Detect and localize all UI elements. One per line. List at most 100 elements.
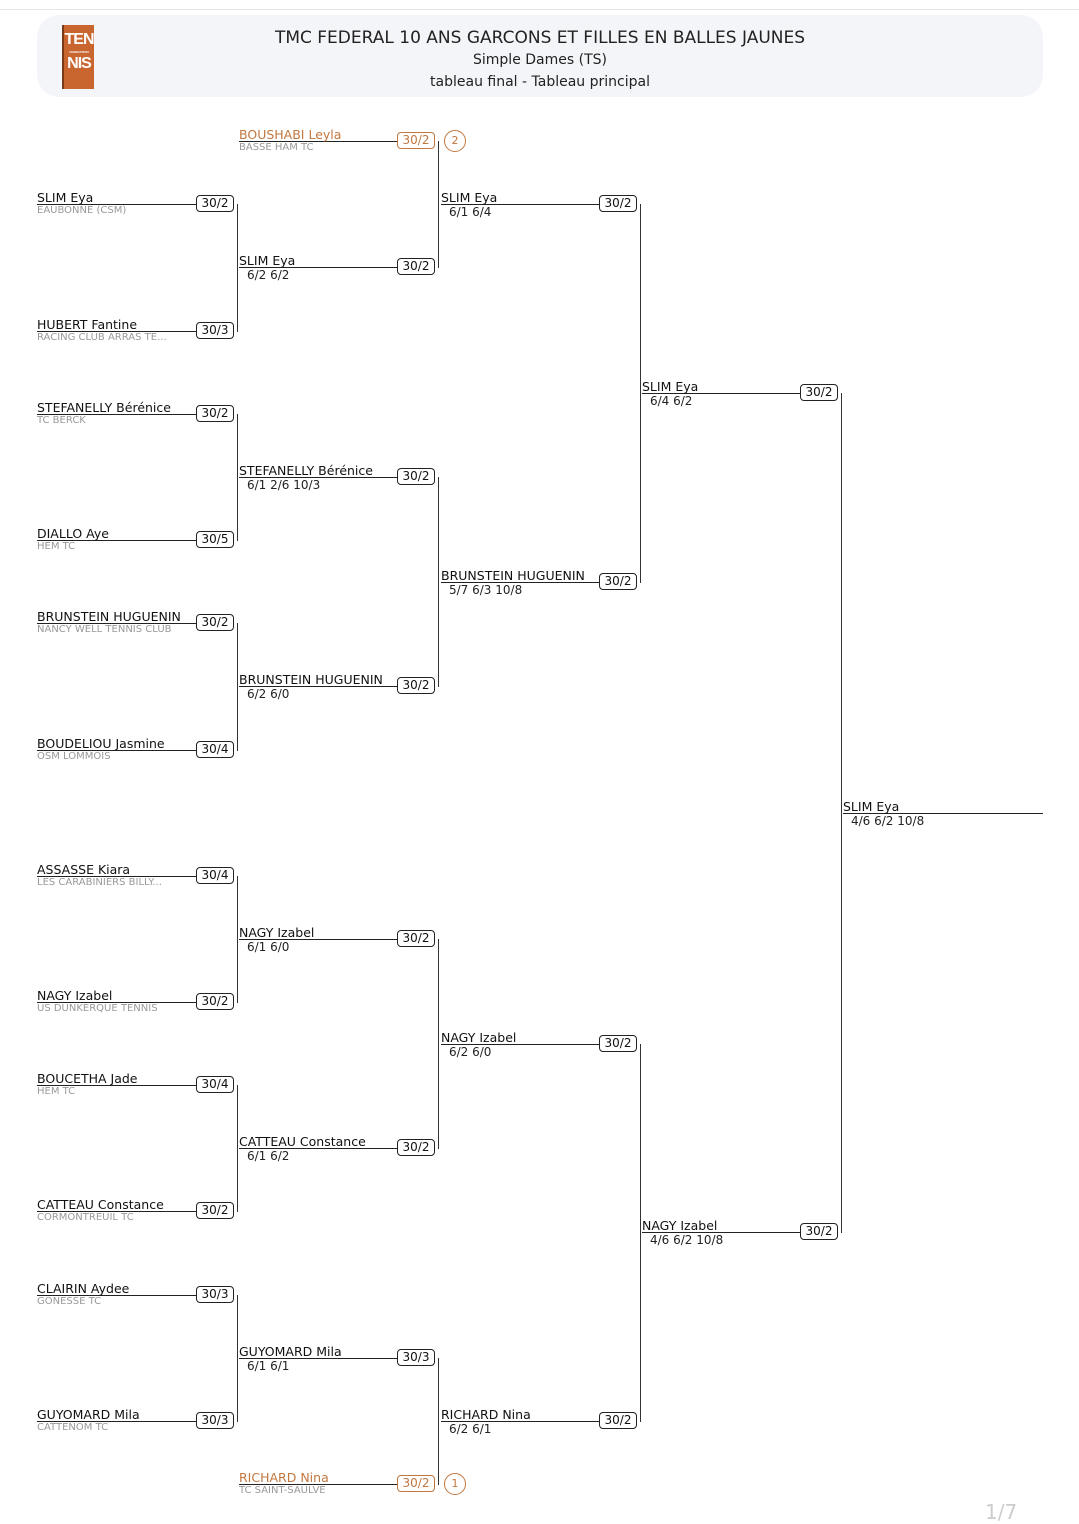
bracket-connector xyxy=(237,204,238,332)
entry-line xyxy=(239,141,398,142)
entry-line xyxy=(441,204,600,205)
player-name[interactable]: SLIM Eya xyxy=(239,253,296,268)
logo-text-mid: FEDERATION xyxy=(69,50,89,54)
match-score: 4/6 6/2 10/8 xyxy=(650,1233,724,1247)
top-divider xyxy=(0,9,1079,10)
player-name[interactable]: BOUSHABI Leyla xyxy=(239,127,342,142)
match-score: 6/1 6/2 xyxy=(247,1149,290,1163)
ranking-badge: 30/2 xyxy=(196,1202,234,1219)
player-name[interactable]: STEFANELLY Bérénice xyxy=(37,400,171,415)
player-name[interactable]: BOUDELIOU Jasmine xyxy=(37,736,165,751)
ranking-badge: 30/2 xyxy=(397,930,435,947)
match-score: 6/1 6/4 xyxy=(449,205,492,219)
ranking-badge: 30/3 xyxy=(397,1349,435,1366)
ranking-badge: 30/5 xyxy=(196,531,234,548)
match-score: 6/1 6/0 xyxy=(247,940,290,954)
entry-line xyxy=(239,267,398,268)
player-name[interactable]: DIALLO Aye xyxy=(37,526,109,541)
ranking-badge: 30/2 xyxy=(397,468,435,485)
entry-line xyxy=(642,393,801,394)
ranking-badge: 30/4 xyxy=(196,1076,234,1093)
bracket-connector xyxy=(640,204,641,583)
bracket-connector xyxy=(841,393,842,1233)
table-name: tableau final - Tableau principal xyxy=(430,74,650,90)
player-name[interactable]: BRUNSTEIN HUGUENIN xyxy=(37,609,181,624)
match-score: 6/2 6/2 xyxy=(247,268,290,282)
ranking-badge: 30/4 xyxy=(196,741,234,758)
ranking-badge: 30/2 xyxy=(196,405,234,422)
player-club: CATTENOM TC xyxy=(37,1422,109,1433)
ranking-badge: 30/2 xyxy=(599,195,637,212)
ranking-badge: 30/2 xyxy=(800,1223,838,1240)
event-subtitle: Simple Dames (TS) xyxy=(473,52,607,68)
match-score: 6/1 6/1 xyxy=(247,1359,290,1373)
player-name[interactable]: CATTEAU Constance xyxy=(239,1134,366,1149)
logo-text-top: TEN xyxy=(64,31,95,48)
bracket-connector xyxy=(438,141,439,268)
tournament-title: TMC FEDERAL 10 ANS GARCONS ET FILLES EN … xyxy=(274,28,806,48)
player-name[interactable]: SLIM Eya xyxy=(441,190,498,205)
bracket-connector xyxy=(237,623,238,751)
player-name[interactable]: STEFANELLY Bérénice xyxy=(239,463,373,478)
logo-text-bottom: NIS xyxy=(67,55,92,72)
player-name[interactable]: NAGY Izabel xyxy=(37,988,113,1003)
match-score: 4/6 6/2 10/8 xyxy=(851,814,925,828)
player-club: BASSE HAM TC xyxy=(239,142,314,153)
ranking-badge: 30/2 xyxy=(397,677,435,694)
bracket-connector xyxy=(438,477,439,687)
player-name[interactable]: HUBERT Fantine xyxy=(37,317,138,332)
entry-line xyxy=(239,1148,398,1149)
bracket-connector xyxy=(237,1295,238,1422)
player-club: OSM LOMMOIS xyxy=(37,751,111,762)
tournament-header: TEN FEDERATION NIS TMC FEDERAL 10 ANS GA… xyxy=(37,15,1043,97)
ranking-badge: 30/2 xyxy=(196,993,234,1010)
match-score: 6/4 6/2 xyxy=(650,394,693,408)
entry-line xyxy=(37,204,197,205)
player-club: HEM TC xyxy=(37,1086,76,1097)
player-name[interactable]: BOUCETHA Jade xyxy=(37,1071,138,1086)
bracket-connector xyxy=(237,876,238,1003)
ranking-badge: 30/2 xyxy=(800,384,838,401)
ranking-badge: 30/2 xyxy=(196,614,234,631)
entry-line xyxy=(37,1421,197,1422)
player-name[interactable]: GUYOMARD Mila xyxy=(239,1344,342,1359)
player-name[interactable]: RICHARD Nina xyxy=(239,1470,329,1485)
player-club: TC SAINT-SAULVE xyxy=(239,1485,326,1496)
match-score: 6/2 6/1 xyxy=(449,1422,492,1436)
player-name[interactable]: SLIM Eya xyxy=(642,379,699,394)
ranking-badge: 30/3 xyxy=(196,1412,234,1429)
ranking-badge: 30/4 xyxy=(196,867,234,884)
entry-line xyxy=(239,939,398,940)
fft-tennis-logo: TEN FEDERATION NIS xyxy=(62,25,95,89)
ranking-badge: 30/2 xyxy=(599,1412,637,1429)
player-name[interactable]: CLAIRIN Aydee xyxy=(37,1281,130,1296)
player-club: US DUNKERQUE TENNIS xyxy=(37,1003,158,1014)
ranking-badge: 30/2 xyxy=(397,1475,435,1492)
bracket-connector xyxy=(438,939,439,1149)
player-name[interactable]: BRUNSTEIN HUGUENIN xyxy=(441,568,585,583)
player-name[interactable]: CATTEAU Constance xyxy=(37,1197,164,1212)
player-name[interactable]: SLIM Eya xyxy=(843,799,900,814)
player-name[interactable]: RICHARD Nina xyxy=(441,1407,531,1422)
entry-line xyxy=(441,582,600,583)
entry-line xyxy=(843,813,1043,814)
player-name[interactable]: NAGY Izabel xyxy=(642,1218,718,1233)
player-club: GONESSE TC xyxy=(37,1296,102,1307)
entry-line xyxy=(37,750,197,751)
player-name[interactable]: NAGY Izabel xyxy=(441,1030,517,1045)
bracket-connector xyxy=(237,414,238,541)
player-name[interactable]: GUYOMARD Mila xyxy=(37,1407,140,1422)
entry-line xyxy=(441,1421,600,1422)
player-name[interactable]: NAGY Izabel xyxy=(239,925,315,940)
seed-badge: 1 xyxy=(444,1473,466,1495)
player-club: TC BERCK xyxy=(37,415,86,426)
entry-line xyxy=(37,540,197,541)
player-name[interactable]: ASSASSE Kiara xyxy=(37,862,131,877)
player-name[interactable]: BRUNSTEIN HUGUENIN xyxy=(239,672,383,687)
bracket-connector xyxy=(438,1358,439,1485)
ranking-badge: 30/3 xyxy=(196,1286,234,1303)
ranking-badge: 30/2 xyxy=(397,132,435,149)
ranking-badge: 30/3 xyxy=(196,322,234,339)
player-name[interactable]: SLIM Eya xyxy=(37,190,94,205)
entry-line xyxy=(239,1484,398,1485)
